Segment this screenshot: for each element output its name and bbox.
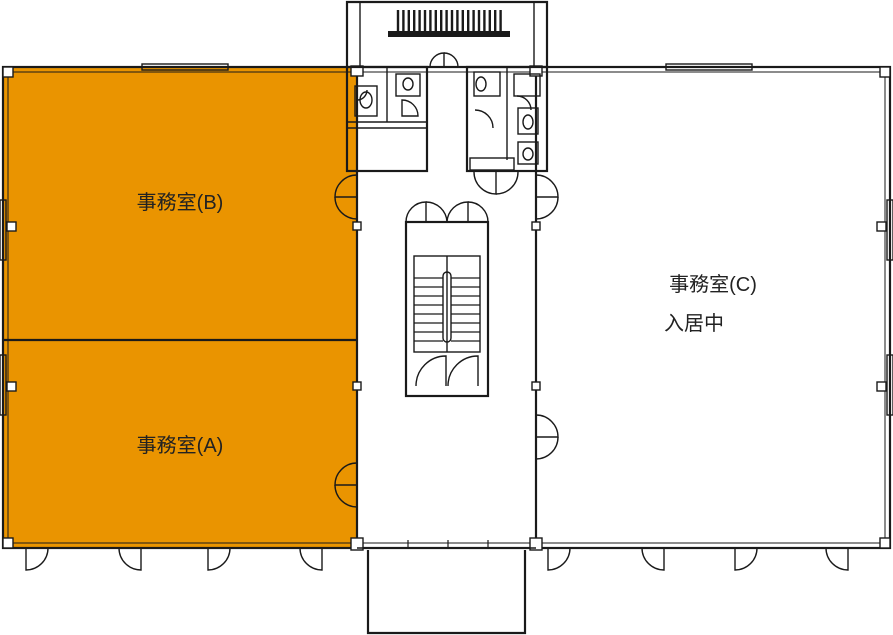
door-leaf — [299, 547, 323, 571]
door-leaf — [641, 547, 665, 571]
office-a-area[interactable] — [3, 341, 357, 548]
door-leaf — [734, 547, 758, 571]
partitions — [3, 67, 538, 548]
door-leaf — [207, 547, 231, 571]
top-stair-block — [345, 0, 549, 67]
exterior-doors — [25, 547, 849, 571]
office-c-area[interactable] — [536, 67, 890, 548]
entrance — [357, 540, 536, 635]
columns — [2, 65, 891, 551]
central-stair-core — [404, 201, 490, 398]
restroom-left — [345, 65, 429, 173]
room-label-b: 事務室(B) — [137, 191, 224, 214]
door-leaf — [825, 547, 849, 571]
entry-marks — [407, 540, 489, 548]
door-leaf — [25, 547, 49, 571]
room-status-c: 入居中 — [664, 312, 724, 335]
door-leaf — [547, 547, 571, 571]
stair-treads — [396, 10, 502, 31]
office-b-area[interactable] — [3, 67, 357, 340]
windows — [0, 63, 893, 416]
restroom-right — [465, 65, 549, 173]
partition-doors — [334, 52, 559, 508]
room-label-a: 事務室(A) — [137, 434, 224, 457]
door-leaf — [118, 547, 142, 571]
room-label-c: 事務室(C) — [669, 273, 757, 296]
stair-treads — [414, 277, 480, 342]
